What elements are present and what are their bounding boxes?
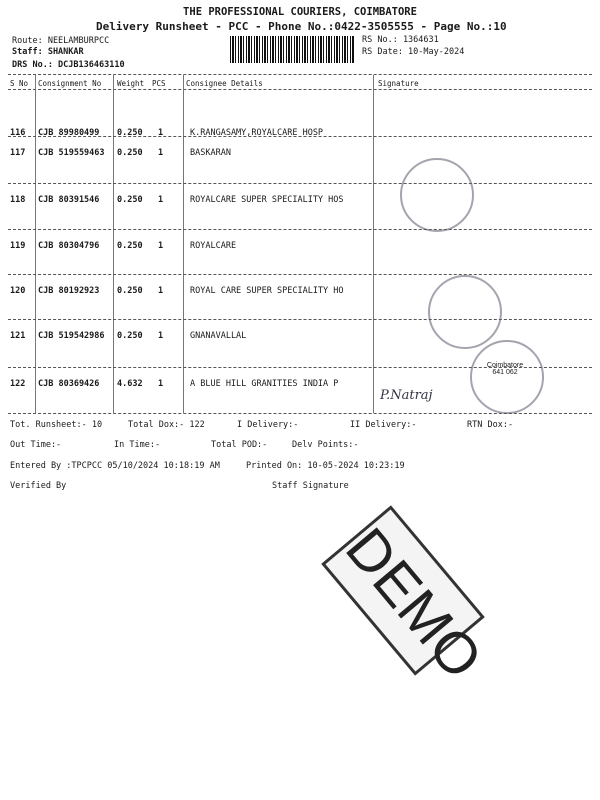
drs-number: DRS No.: DCJB136463110 (12, 60, 125, 70)
row-sno: 122 (10, 379, 26, 389)
row-cn: CJB 519559463 (38, 148, 105, 158)
row-weight: 0.250 (117, 128, 143, 138)
in-time: In Time:- (114, 440, 161, 450)
row-pcs: 1 (158, 128, 164, 138)
route: Route: NEELAMBURPCC (12, 36, 110, 46)
rs-date: RS Date: 10-May-2024 (362, 47, 465, 57)
demo-text: DEMO (333, 515, 495, 692)
row-cn: CJB 80192923 (38, 286, 100, 296)
row-consignee: A BLUE HILL GRANITIES INDIA P (190, 379, 339, 389)
row-sno: 116 (10, 128, 26, 138)
row-divider (8, 319, 592, 320)
verified-by: Verified By (10, 481, 67, 491)
col-sno: S No (10, 79, 29, 88)
row-divider (8, 183, 592, 184)
row-sno: 119 (10, 241, 26, 251)
printed-on: Printed On: 10-05-2024 10:23:19 (246, 461, 405, 471)
row-weight: 0.250 (117, 195, 143, 205)
row-weight: 4.632 (117, 379, 143, 389)
row-divider (8, 229, 592, 230)
rod-systems-stamp (428, 275, 502, 349)
i-delivery: I Delivery:- (237, 420, 299, 430)
row-sno: 120 (10, 286, 26, 296)
col-consignee: Consignee Details (186, 79, 263, 88)
staff-signature: Staff Signature (272, 481, 349, 491)
row-sno: 118 (10, 195, 26, 205)
row-weight: 0.250 (117, 148, 143, 158)
handwritten-signature: P.Natraj (380, 388, 433, 403)
row-divider (8, 274, 592, 275)
row-consignee: ROYALCARE (190, 241, 237, 251)
rs-number: RS No.: 1364631 (362, 35, 439, 45)
staff: Staff: SHANKAR (12, 47, 84, 57)
seal-text: Coimbatore 641 062 (486, 362, 524, 376)
ii-delivery: II Delivery:- (350, 420, 417, 430)
row-consignee: BASKARAN (190, 148, 231, 158)
row-weight: 0.250 (117, 241, 143, 251)
row-pcs: 1 (158, 241, 164, 251)
out-time: Out Time:- (10, 440, 62, 450)
row-cn: CJB 80304796 (38, 241, 100, 251)
col-signature: Signature (378, 79, 419, 88)
row-pcs: 1 (158, 331, 164, 341)
rtn-dox: RTN Dox:- (467, 420, 514, 430)
company-seal-stamp (470, 340, 544, 414)
col-weight: Weight (117, 79, 145, 88)
hospital-stamp (400, 158, 474, 232)
row-divider (8, 367, 592, 368)
row-sno: 117 (10, 148, 26, 158)
row-pcs: 1 (158, 379, 164, 389)
row-divider (8, 136, 592, 137)
col-pcs: PCS (152, 79, 166, 88)
row-sno: 121 (10, 331, 26, 341)
row-cn: CJB 519542986 (38, 331, 105, 341)
row-pcs: 1 (158, 286, 164, 296)
tot-runsheet: Tot. Runsheet:- 10 (10, 420, 103, 430)
row-consignee: ROYALCARE SUPER SPECIALITY HOS (190, 195, 344, 205)
company-name: THE PROFESSIONAL COURIERS, COIMBATORE (183, 6, 417, 18)
row-pcs: 1 (158, 195, 164, 205)
row-weight: 0.250 (117, 331, 143, 341)
runsheet-title: Delivery Runsheet - PCC - Phone No.:0422… (96, 20, 507, 33)
total-pod: Total POD:- (211, 440, 268, 450)
total-dox: Total Dox:- 122 (128, 420, 205, 430)
barcode (230, 36, 355, 63)
row-consignee: GNANAVALLAL (190, 331, 247, 341)
delv-points: Delv Points:- (292, 440, 359, 450)
row-cn: CJB 89980499 (38, 128, 100, 138)
row-weight: 0.250 (117, 286, 143, 296)
demo-stamp: DEMO (321, 505, 495, 691)
row-pcs: 1 (158, 148, 164, 158)
entered-by: Entered By :TPCPCC 05/10/2024 10:18:19 A… (10, 461, 220, 471)
col-consignment: Consignment No (38, 79, 102, 88)
row-cn: CJB 80391546 (38, 195, 100, 205)
row-cn: CJB 80369426 (38, 379, 100, 389)
row-consignee: K.RANGASAMY,ROYALCARE HOSP (190, 128, 324, 138)
row-consignee: ROYAL CARE SUPER SPECIALITY HO (190, 286, 344, 296)
